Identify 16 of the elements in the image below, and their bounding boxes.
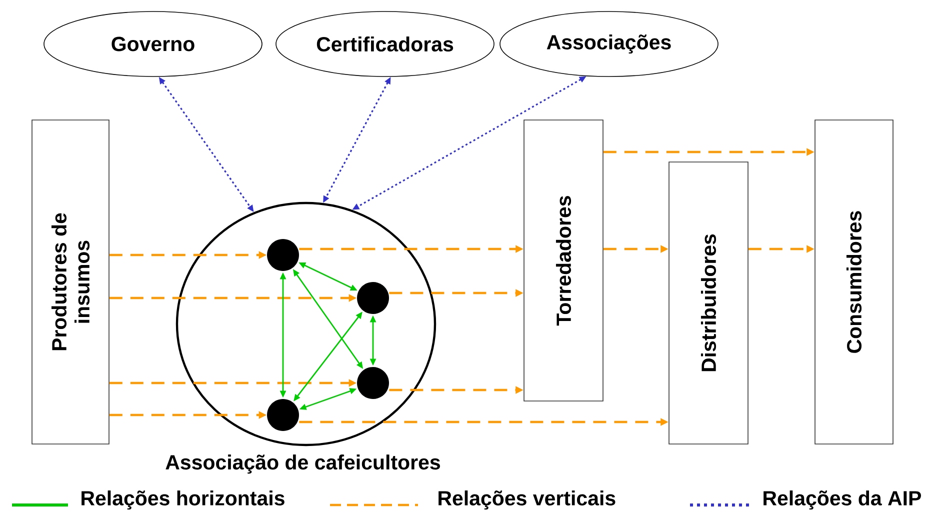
member-dot — [267, 399, 299, 431]
ellipse-node: Associações — [500, 11, 718, 77]
legend-label: Relações da AIP — [764, 490, 921, 510]
actor-box: Produtores de insumos — [32, 120, 110, 444]
actor-box: Distribuidores — [668, 162, 748, 444]
ellipse-node: Certificadoras — [276, 11, 494, 77]
node-label: Associação de cafeicultores — [166, 454, 440, 474]
member-dot — [357, 282, 389, 314]
member-dot — [267, 239, 299, 271]
legend-label: Relações verticais — [438, 490, 616, 510]
actor-box: Torredadores — [524, 120, 604, 402]
legend-label: Relações horizontais — [82, 490, 284, 510]
association-ellipse — [176, 202, 436, 446]
ellipse-node: Governo — [44, 11, 262, 77]
actor-box: Consumidores — [814, 120, 894, 444]
member-dot — [357, 367, 389, 399]
